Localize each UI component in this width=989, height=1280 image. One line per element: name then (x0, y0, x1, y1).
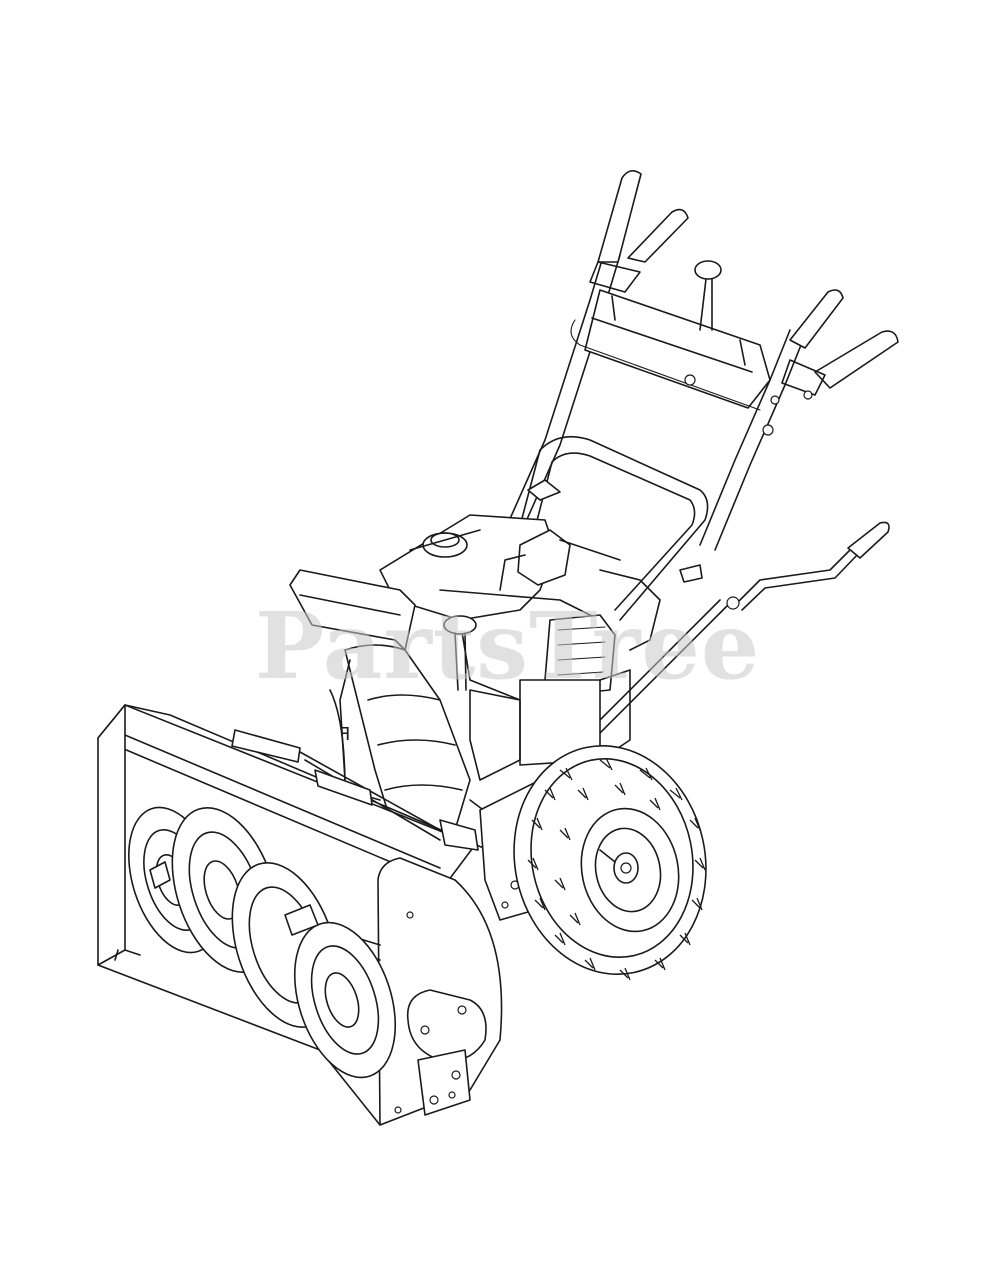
auger-housing (97, 704, 503, 1126)
svg-text:ꟻ: ꟻ (340, 724, 350, 745)
discharge-chute: ꟻ (289, 569, 471, 836)
drive-wheel (513, 744, 707, 981)
auger-spirals (128, 806, 397, 1079)
handlebar-assembly (504, 170, 899, 621)
engine (379, 514, 661, 781)
watermark: PartsTree (255, 592, 760, 700)
